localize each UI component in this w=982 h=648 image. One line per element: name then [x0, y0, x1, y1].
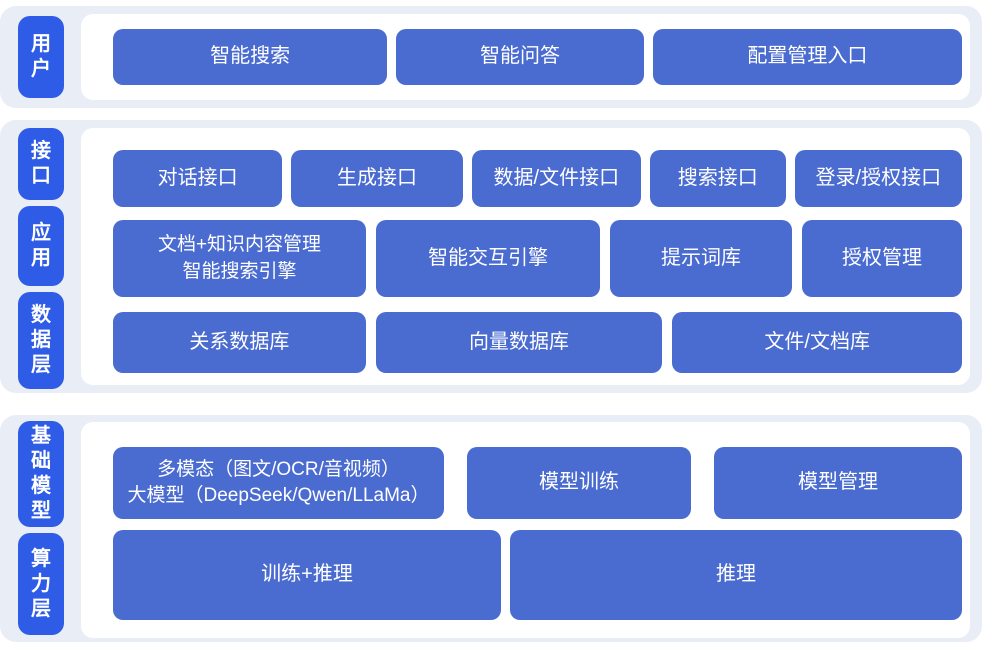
- layer-section-interface-application-data: 接口 应用 数据层 对话接口 生成接口 数据/文件接口 搜索接口 登录/授权接口…: [0, 120, 982, 393]
- layer-label-compute-text: 算力层: [31, 547, 51, 620]
- compute-row: 训练+推理 推理: [113, 530, 962, 620]
- layer-label-compute: 算力层: [18, 533, 64, 635]
- layer-label-data: 数据层: [18, 292, 64, 389]
- box-vector-database: 向量数据库: [375, 312, 663, 373]
- layer-label-foundation-model: 基础模型: [18, 421, 64, 527]
- layer-label-interface-text: 接口: [31, 140, 51, 187]
- layer-section-user: 用户 智能搜索 智能问答 配置管理入口: [0, 6, 982, 108]
- layer-section-foundation-compute: 基础模型 算力层 多模态（图文/OCR/音视频） 大模型（DeepSeek/Qw…: [0, 415, 982, 642]
- architecture-diagram: 用户 智能搜索 智能问答 配置管理入口 接口 应用 数据层 对话接口: [0, 6, 982, 648]
- layer-label-application-text: 应用: [31, 222, 51, 269]
- user-row: 智能搜索 智能问答 配置管理入口: [113, 29, 962, 85]
- layer-label-user-text: 用户: [31, 33, 51, 80]
- box-dialog-api: 对话接口: [113, 150, 283, 207]
- box-prompt-library: 提示词库: [610, 220, 792, 297]
- interface-row: 对话接口 生成接口 数据/文件接口 搜索接口 登录/授权接口: [113, 150, 962, 207]
- bottom-labels-column: 基础模型 算力层: [18, 415, 64, 642]
- box-smart-search: 智能搜索: [113, 29, 388, 85]
- user-labels-column: 用户: [18, 6, 64, 108]
- box-model-training: 模型训练: [467, 447, 691, 519]
- box-doc-knowledge-search-engine: 文档+知识内容管理 智能搜索引擎: [113, 220, 366, 297]
- user-inner-panel: 智能搜索 智能问答 配置管理入口: [81, 14, 970, 100]
- box-file-document-store: 文件/文档库: [672, 312, 962, 373]
- middle-inner-panel: 对话接口 生成接口 数据/文件接口 搜索接口 登录/授权接口 文档+知识内容管理…: [81, 128, 970, 385]
- box-training-inference: 训练+推理: [113, 530, 501, 620]
- layer-label-data-text: 数据层: [31, 304, 51, 376]
- box-config-management-entry: 配置管理入口: [652, 29, 962, 85]
- box-login-auth-api: 登录/授权接口: [794, 150, 962, 207]
- box-model-management: 模型管理: [714, 447, 962, 519]
- box-search-api: 搜索接口: [649, 150, 786, 207]
- bottom-inner-panel: 多模态（图文/OCR/音视频） 大模型（DeepSeek/Qwen/LLaMa）…: [81, 422, 970, 638]
- box-data-file-api: 数据/文件接口: [471, 150, 641, 207]
- foundation-model-row: 多模态（图文/OCR/音视频） 大模型（DeepSeek/Qwen/LLaMa）…: [113, 447, 962, 519]
- layer-label-interface: 接口: [18, 128, 64, 200]
- data-row: 关系数据库 向量数据库 文件/文档库: [113, 312, 962, 373]
- box-generation-api: 生成接口: [291, 150, 463, 207]
- box-multimodal-llm: 多模态（图文/OCR/音视频） 大模型（DeepSeek/Qwen/LLaMa）: [113, 447, 444, 519]
- box-authorization-management: 授权管理: [802, 220, 962, 297]
- box-interaction-engine: 智能交互引擎: [376, 220, 600, 297]
- middle-labels-column: 接口 应用 数据层: [18, 120, 64, 393]
- box-smart-qa: 智能问答: [396, 29, 644, 85]
- application-row: 文档+知识内容管理 智能搜索引擎 智能交互引擎 提示词库 授权管理: [113, 220, 962, 297]
- box-inference: 推理: [510, 530, 962, 620]
- layer-label-foundation-model-text: 基础模型: [31, 425, 51, 522]
- layer-label-user: 用户: [18, 16, 64, 98]
- box-relational-database: 关系数据库: [113, 312, 366, 373]
- layer-label-application: 应用: [18, 206, 64, 286]
